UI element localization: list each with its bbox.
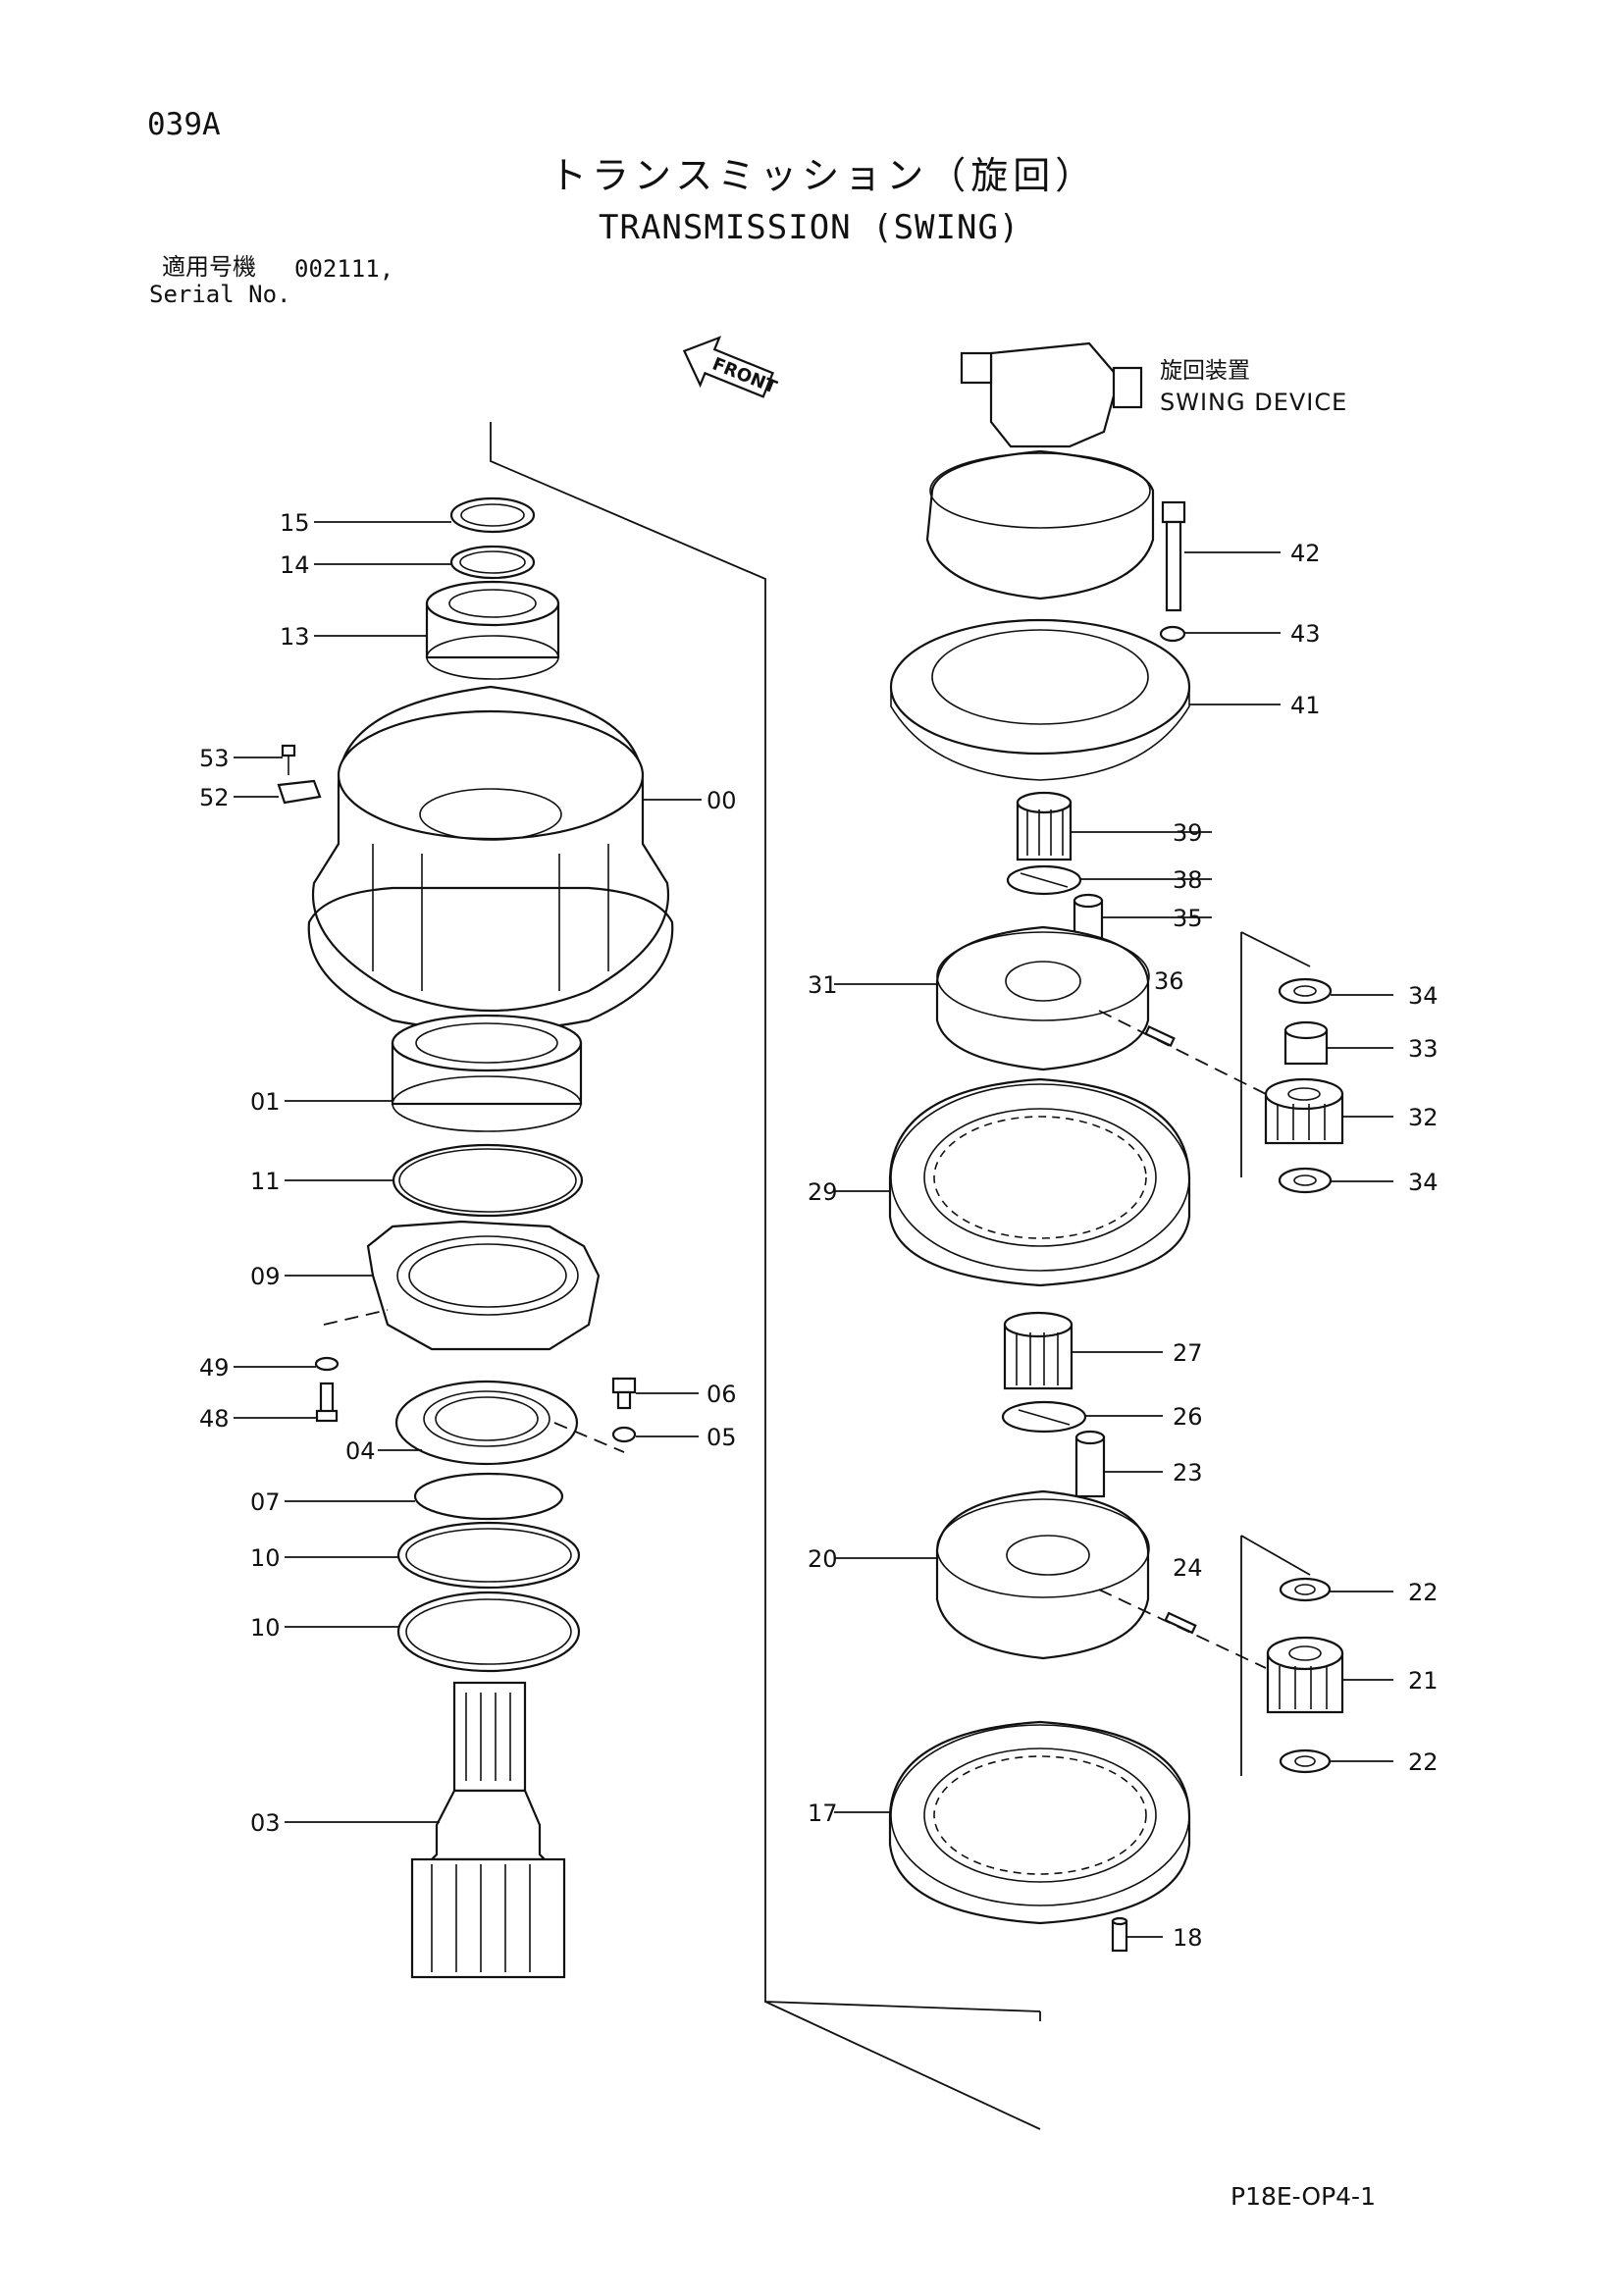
swing-device-motor [925,341,1155,600]
callout-32: 32 [1408,1104,1439,1131]
callout-24: 24 [1173,1554,1203,1582]
callout-10-upper: 10 [250,1544,281,1572]
part-23-pin [1074,1430,1106,1498]
part-27-sun-gear [1003,1311,1073,1390]
front-arrow: FRONT [682,336,780,398]
front-arrow-label: FRONT [709,353,780,398]
serial-label-english: Serial No. [149,281,291,308]
callout-35: 35 [1173,905,1203,932]
callout-23: 23 [1173,1459,1203,1487]
part-17-ring-gear [888,1720,1191,1925]
callout-09: 09 [250,1263,281,1290]
part-20-carrier [935,1489,1150,1660]
callout-39: 39 [1173,819,1203,847]
part-34-thrust-washer-upper [1278,977,1333,1005]
part-53-bolt [281,744,296,775]
callout-26: 26 [1173,1403,1203,1431]
part-01-bearing [391,1014,583,1132]
part-52-lock-plate [277,779,322,805]
callout-07: 07 [250,1488,281,1516]
callout-22-upper: 22 [1408,1579,1439,1606]
part-22-thrust-washer-lower [1279,1748,1332,1774]
callout-22-lower: 22 [1408,1748,1439,1776]
part-13-bearing [425,580,560,680]
leader-lines [234,521,1393,1938]
part-48-bolt [315,1382,339,1423]
callout-52: 52 [199,784,230,811]
callout-36: 36 [1154,967,1184,995]
part-10-seal-lower [396,1591,581,1673]
callout-13: 13 [280,623,310,651]
callout-53: 53 [199,745,230,772]
callout-29: 29 [808,1178,838,1206]
callout-04: 04 [345,1437,376,1465]
callout-11: 11 [250,1168,281,1195]
part-21-planet-gear [1266,1636,1344,1714]
part-34-thrust-washer-lower [1278,1167,1333,1194]
part-42-bolt [1161,500,1186,612]
part-38-thrust-plate [1006,864,1082,896]
page-code: 039A [147,107,221,142]
callout-18: 18 [1173,1924,1203,1952]
serial-label-japanese: 適用号機 [162,253,256,281]
part-43-washer [1159,625,1186,643]
callout-06: 06 [707,1381,737,1408]
part-26-thrust-plate [1001,1400,1087,1434]
part-41-ring-plate [889,618,1191,781]
title-english: TRANSMISSION (SWING) [599,208,1021,247]
swing-device-label-japanese: 旋回装置 [1160,358,1250,384]
callout-20: 20 [808,1545,838,1573]
callout-14: 14 [280,551,310,579]
callout-00: 00 [707,787,737,814]
callout-03: 03 [250,1809,281,1837]
callout-34-upper: 34 [1408,982,1439,1010]
callout-21: 21 [1408,1667,1439,1695]
document-code: P18E-OP4-1 [1230,2182,1376,2211]
callout-33: 33 [1408,1035,1439,1063]
part-03-pinion-shaft [410,1681,566,1979]
callout-38: 38 [1173,866,1203,894]
callout-01: 01 [250,1088,281,1116]
part-33-needle-bearing [1283,1020,1329,1066]
callout-labels: 15 14 13 53 52 00 01 11 09 49 48 04 06 0… [199,509,1439,1952]
part-39-sun-gear [1016,791,1073,861]
part-18-pin [1111,1916,1128,1953]
callout-10-lower: 10 [250,1614,281,1642]
serial-number-value: 002111, [294,255,394,283]
part-15-snap-ring [449,496,536,534]
callout-42: 42 [1290,540,1321,567]
part-09-cover [366,1220,601,1351]
part-11-o-ring [392,1143,584,1218]
callout-05: 05 [707,1424,737,1451]
callout-49: 49 [199,1354,230,1382]
part-10-seal-upper [396,1521,581,1590]
part-32-planet-gear [1264,1077,1344,1145]
part-04-seal-holder [394,1380,579,1466]
callout-48: 48 [199,1405,230,1433]
part-05-washer [611,1426,637,1443]
callout-41: 41 [1290,692,1321,719]
swing-device-label-english: SWING DEVICE [1160,389,1348,416]
callout-34-lower: 34 [1408,1169,1439,1196]
part-00-housing [307,685,674,1032]
part-06-bolt [611,1377,637,1410]
callout-43: 43 [1290,620,1321,648]
part-49-washer [314,1356,340,1372]
part-31-carrier [935,925,1150,1071]
title-japanese: トランスミッション（旋回） [550,154,1098,197]
part-07-o-ring [413,1472,564,1521]
part-22-thrust-washer-upper [1279,1577,1332,1602]
callout-27: 27 [1173,1339,1203,1367]
part-14-spacer-ring [449,545,536,580]
part-36-spring-pin [1144,1024,1176,1048]
part-29-ring-gear [888,1077,1191,1287]
callout-17: 17 [808,1800,838,1827]
callout-15: 15 [280,509,310,537]
callout-31: 31 [808,971,838,999]
